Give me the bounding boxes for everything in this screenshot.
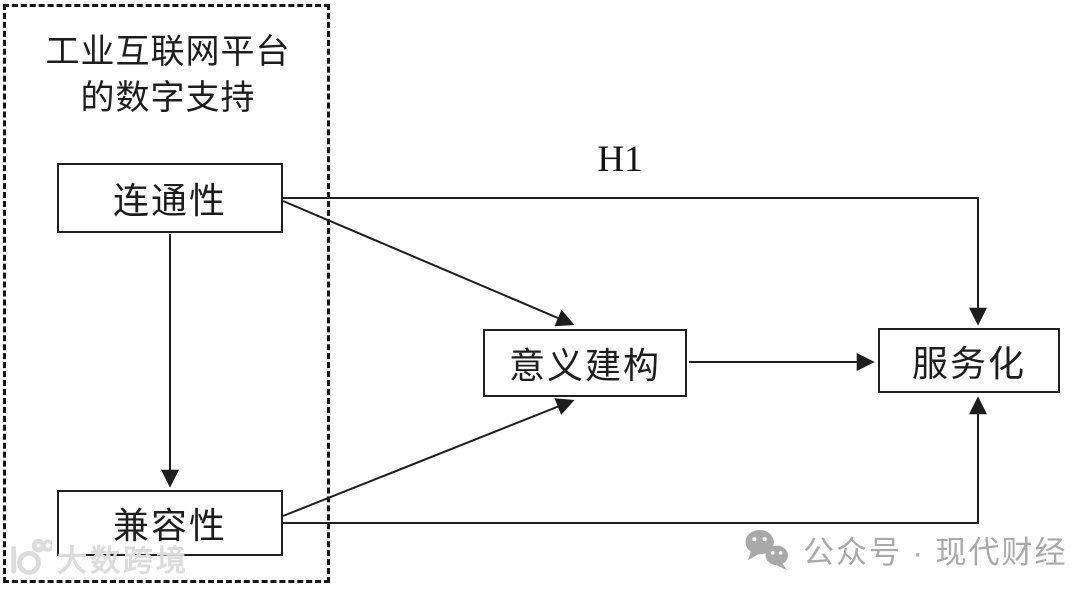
edge-label-h1: H1 <box>597 139 643 180</box>
group-title: 工业互联网平台 的数字支持 <box>3 30 333 122</box>
node-compatibility: 兼容性 <box>57 490 283 556</box>
node-connectivity: 连通性 <box>57 163 283 233</box>
group-title-line2: 的数字支持 <box>80 80 256 117</box>
node-sensemaking: 意义建构 <box>483 329 687 397</box>
wechat-icon <box>744 529 791 571</box>
watermark-bottom-left: 大数跨境 <box>6 536 189 580</box>
group-title-line1: 工业互联网平台 <box>45 34 291 71</box>
node-servitization: 服务化 <box>878 328 1060 393</box>
dashukuajing-logo-icon <box>6 537 52 579</box>
watermark-bottom-right: 公众号 · 现代财经 <box>744 527 1068 572</box>
watermark-bottom-left-text: 大数跨境 <box>57 545 189 578</box>
edge-compatibility-servitization <box>283 396 987 524</box>
watermark-bottom-right-text: 公众号 · 现代财经 <box>803 535 1068 570</box>
edge-connectivity-servitization-h1 <box>283 197 987 326</box>
